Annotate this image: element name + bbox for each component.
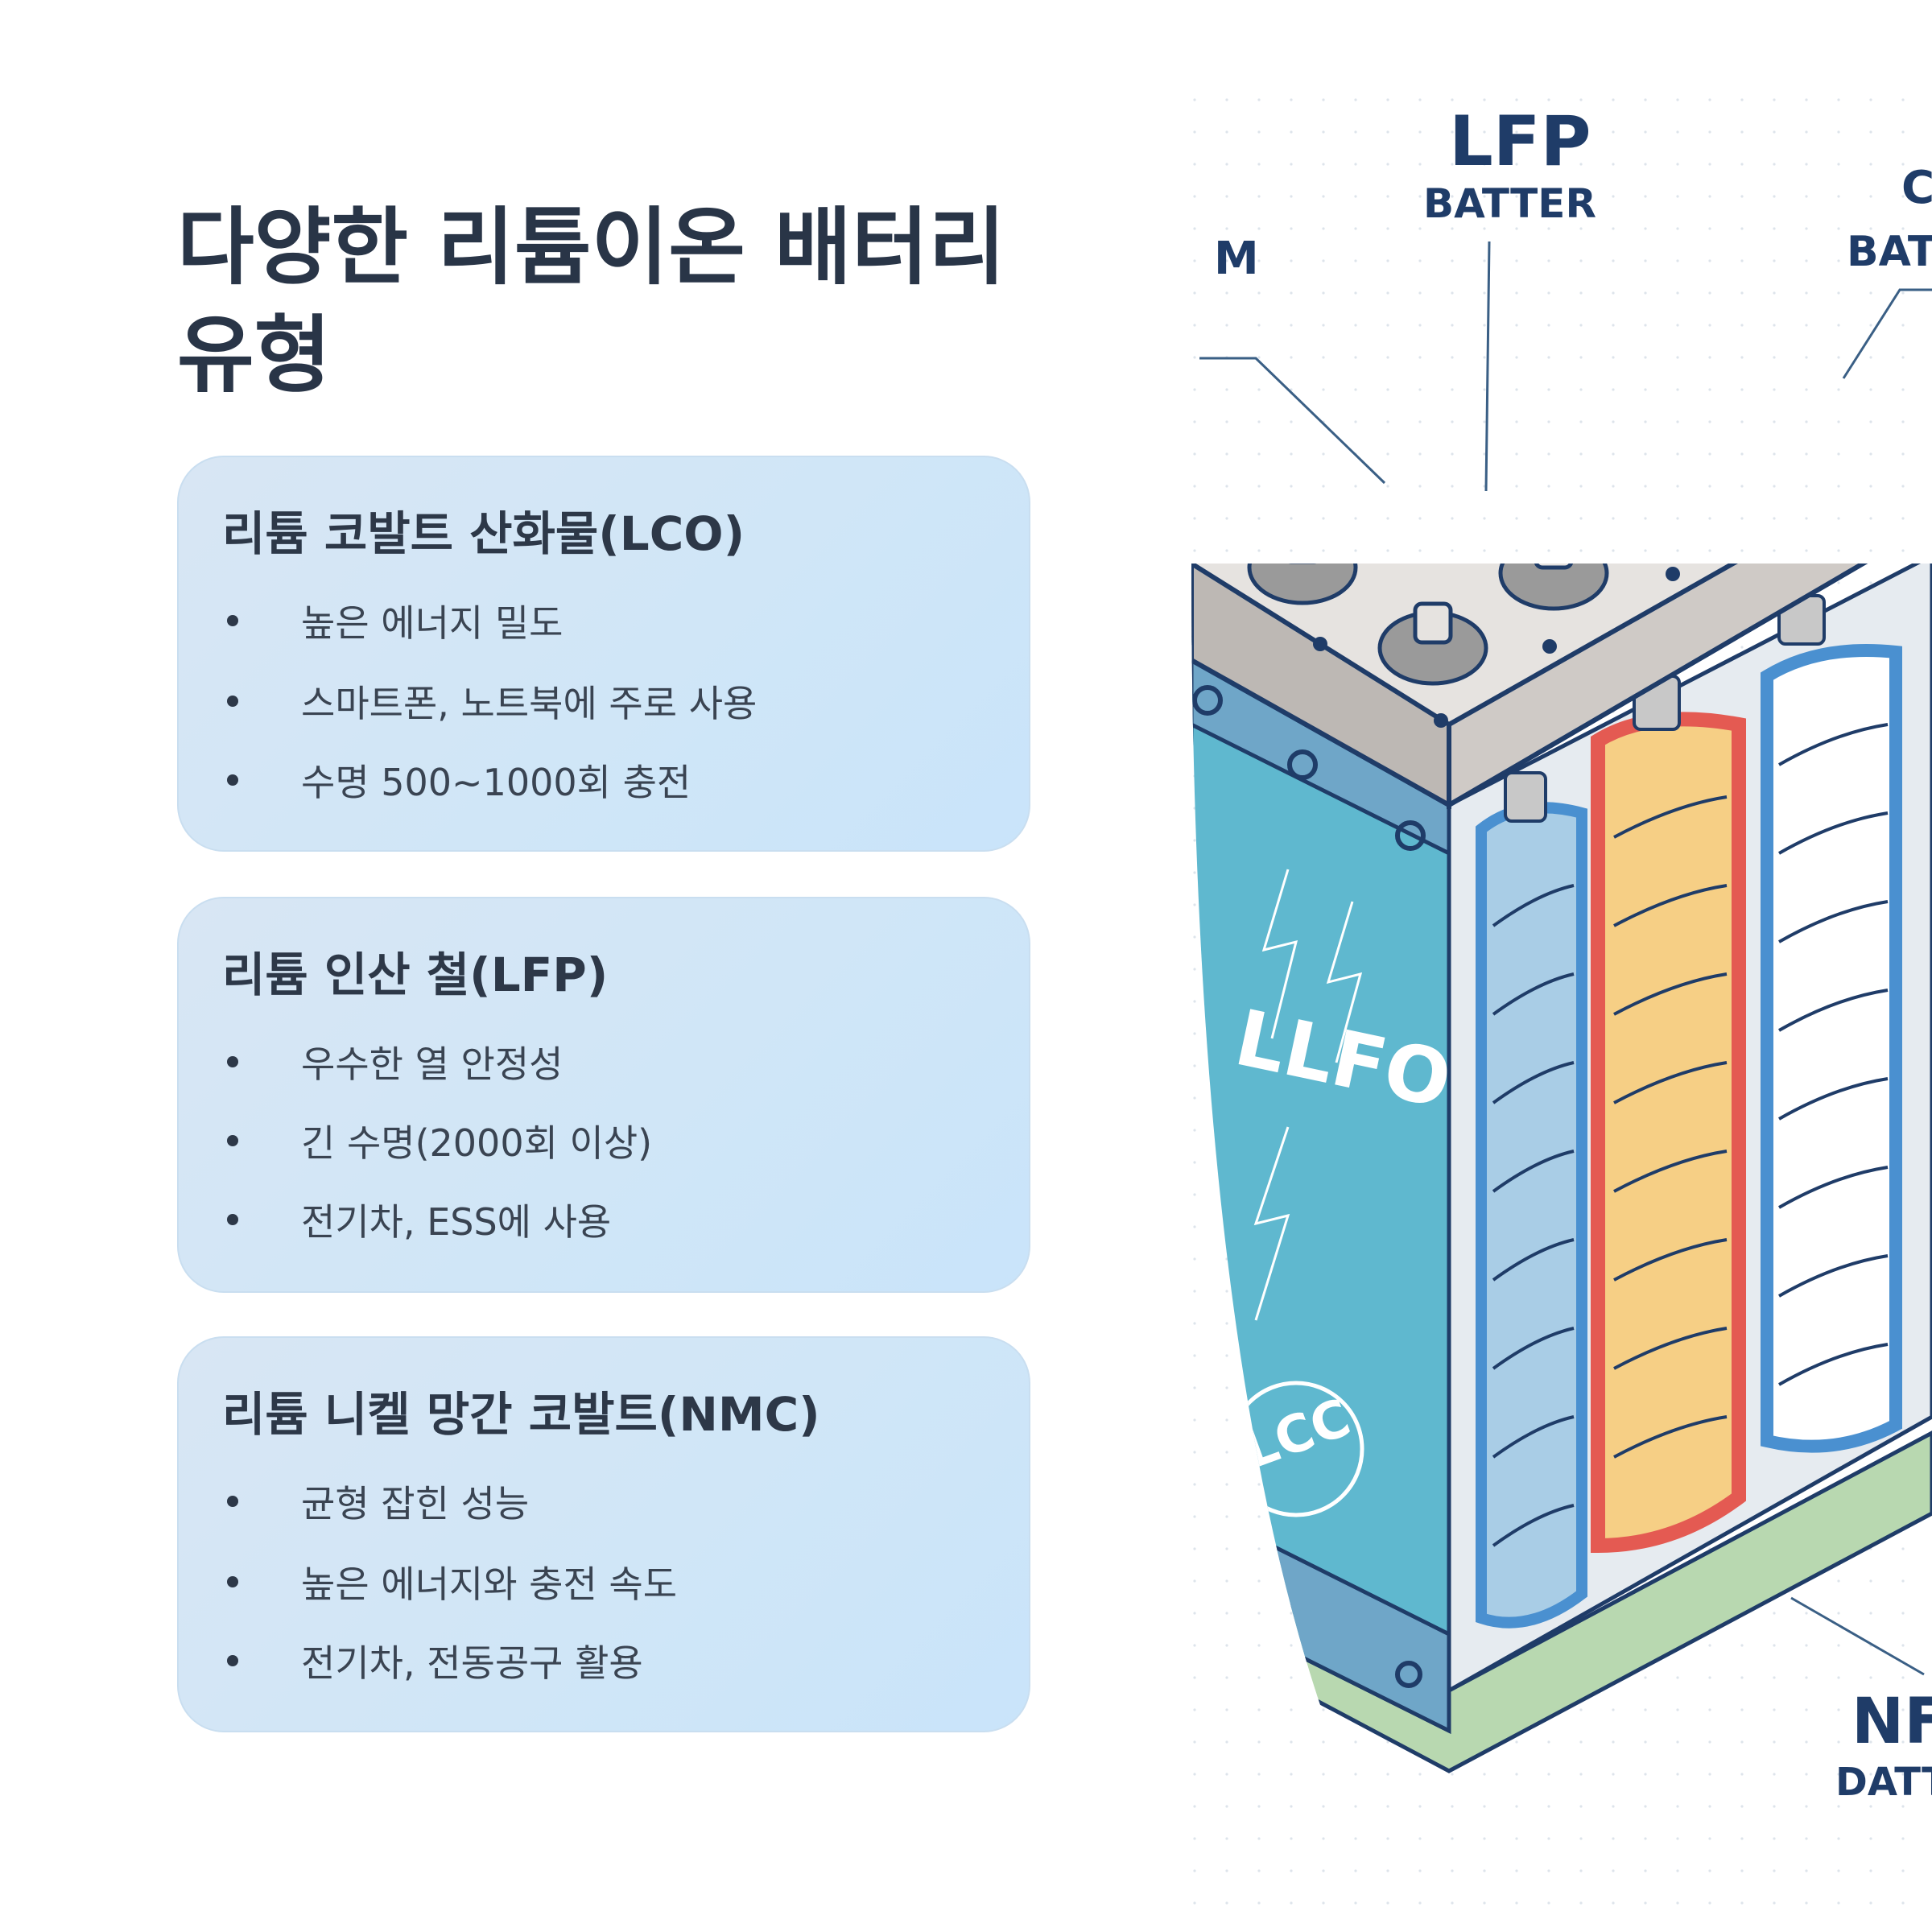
top-right-sub-label: BATT	[1847, 228, 1932, 276]
terminals	[1247, 564, 1609, 686]
card-title: 리튬 코발트 산화물(LCO)	[222, 506, 745, 561]
bullet-dot	[227, 1655, 238, 1666]
bullet-dot	[227, 774, 238, 786]
bottom-right-sub-label: DATTE	[1835, 1760, 1932, 1805]
card-nmc: 리튬 니켈 망간 코발트(NMC) 균형 잡힌 성능 높은 에너지와 충전 속도…	[177, 1336, 1030, 1732]
bullet-dot	[227, 1056, 238, 1067]
cell-orange	[1591, 675, 1746, 1554]
lfp-sub-label: BATTER	[1423, 180, 1596, 227]
bullet-dot	[227, 1576, 238, 1587]
top-right-title-label: C	[1901, 162, 1932, 214]
battery-lid	[1191, 564, 1932, 808]
card-lco: 리튬 코발트 산화물(LCO) 높은 에너지 밀도 스마트폰, 노트북에 주로 …	[177, 456, 1030, 852]
card-title: 리튬 인산 철(LFP)	[222, 947, 609, 1002]
battery-illustration: LFP BATTER C BATT M NF DATTE LLFO LCC	[1191, 72, 1932, 1932]
cell-blue	[1476, 771, 1587, 1629]
cell-white	[1761, 594, 1902, 1453]
lfp-title-label: LFP	[1449, 101, 1591, 182]
card-lfp: 리튬 인산 철(LFP) 우수한 열 안정성 긴 수명(2000회 이상) 전기…	[177, 897, 1030, 1293]
bottom-right-title-label: NF	[1852, 1686, 1932, 1758]
bullet-dot	[227, 1496, 238, 1507]
bullet-dot	[227, 696, 238, 707]
card-title: 리튬 니켈 망간 코발트(NMC)	[222, 1387, 820, 1442]
bullet-dot	[227, 1214, 238, 1225]
page-title: 다양한 리튬이온 배터리 유형	[177, 198, 1006, 404]
bullet-dot	[227, 615, 238, 626]
bullet-dot	[227, 1135, 238, 1146]
left-partial-label: M	[1214, 233, 1259, 285]
